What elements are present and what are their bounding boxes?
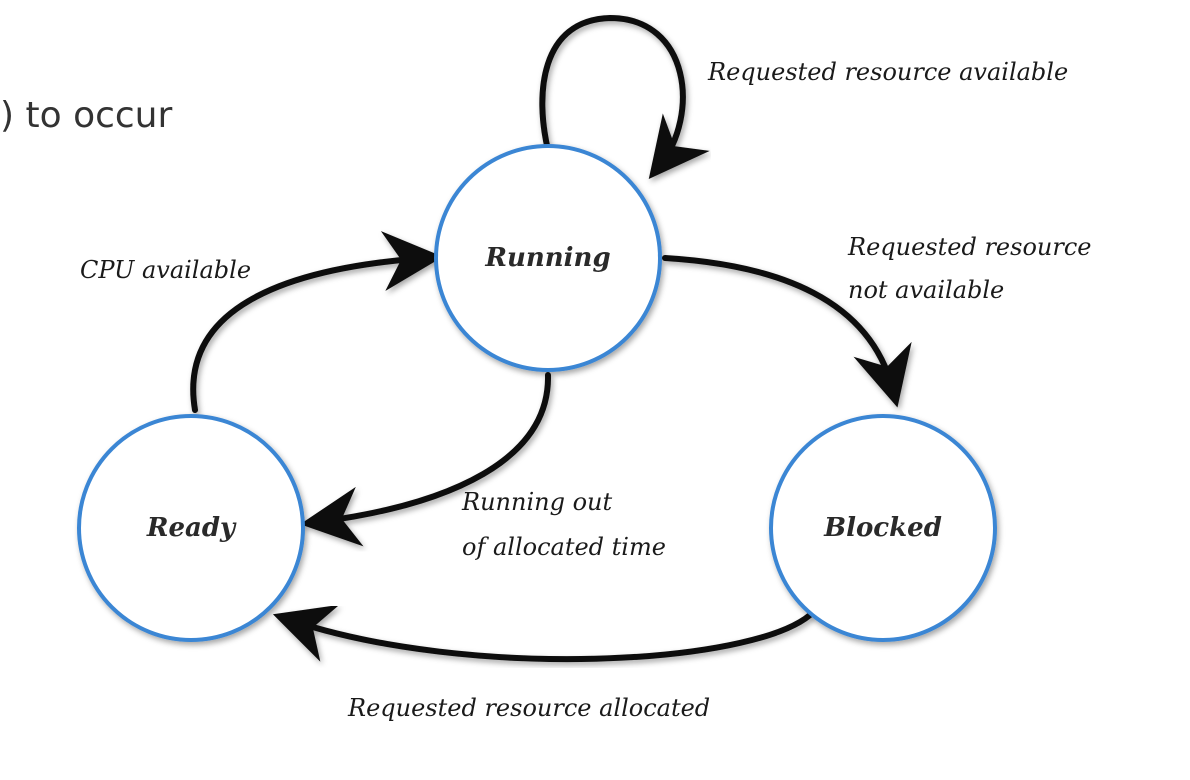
label-running-to-blocked-line2: not available [848,276,1004,304]
arrow-ready-to-running [190,231,443,413]
arrow-running-to-ready [300,372,552,547]
state-ready: Ready [77,414,305,642]
label-running-to-ready-line1: Running out [461,488,612,516]
arrow-self-loop [539,14,710,180]
state-ready-label: Ready [146,513,237,543]
label-ready-to-running: CPU available [80,256,251,284]
label-blocked-to-ready: Requested resource allocated [347,694,710,722]
label-running-to-blocked-line1: Requested resource [847,233,1091,261]
cropped-heading-text: ) to occur [0,95,173,136]
state-running: Running [434,144,662,372]
arrow-running-to-blocked [662,255,912,408]
arrow-blocked-to-ready [272,604,813,663]
state-blocked-label: Blocked [823,513,942,543]
label-self-loop: Requested resource available [707,58,1068,86]
state-blocked: Blocked [769,414,997,642]
state-running-label: Running [484,243,610,273]
label-running-to-ready-line2: of allocated time [462,533,666,561]
